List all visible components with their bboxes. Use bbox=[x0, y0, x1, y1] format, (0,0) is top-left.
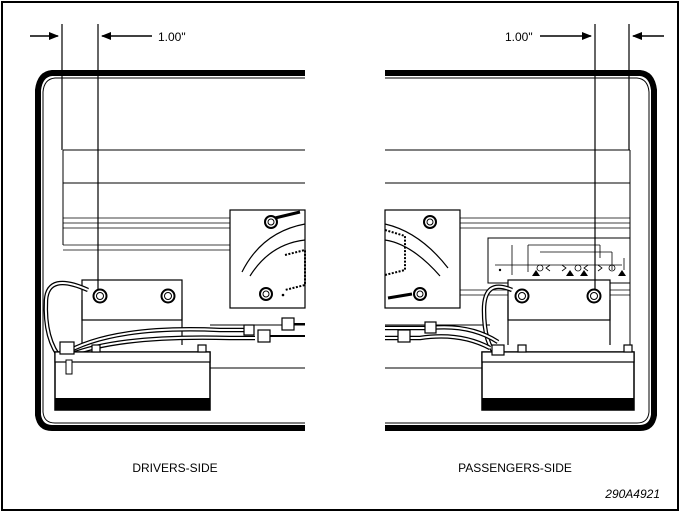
caption-drivers-side: DRIVERS-SIDE bbox=[132, 461, 217, 475]
dimension-label-left: 1.00" bbox=[158, 30, 186, 44]
drivers-side-view bbox=[30, 24, 306, 431]
passengers-side-view bbox=[384, 24, 664, 431]
dimension-label-right: 1.00" bbox=[505, 30, 533, 44]
caption-passengers-side: PASSENGERS-SIDE bbox=[458, 461, 572, 475]
figure-id: 290A4921 bbox=[604, 487, 660, 501]
